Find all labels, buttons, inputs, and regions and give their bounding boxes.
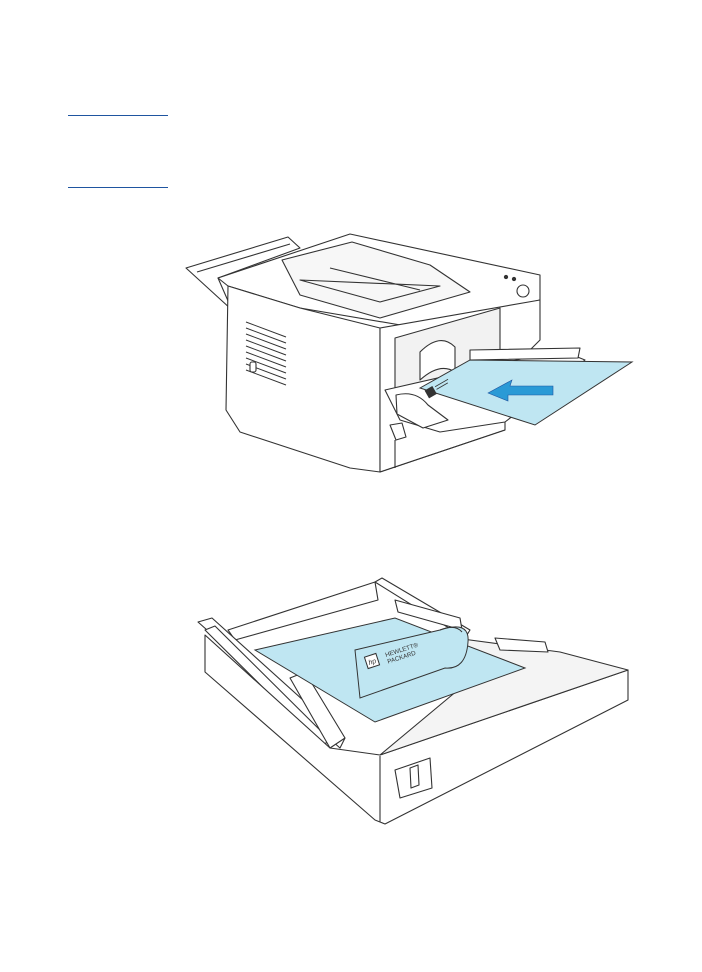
printer-manual-feed-illustration: [0, 220, 702, 490]
margin-rule-bottom: [68, 187, 168, 188]
feed-direction-arrow-icon: [487, 379, 554, 402]
paper-tray-illustration: hp HEWLETT® PACKARD: [0, 560, 702, 850]
margin-rule-top: [68, 115, 168, 116]
hp-logo-glyph: hp: [368, 658, 378, 667]
rear-output-extension: [185, 236, 301, 311]
power-button: [516, 284, 530, 298]
hp-logo-icon: hp: [363, 652, 381, 670]
paper-hp-mark: [424, 378, 449, 399]
output-bin: [281, 241, 471, 319]
printer-front-body: [225, 285, 381, 473]
printer-drawing: [185, 233, 634, 473]
tray-drawing: hp HEWLETT® PACKARD: [197, 577, 629, 825]
